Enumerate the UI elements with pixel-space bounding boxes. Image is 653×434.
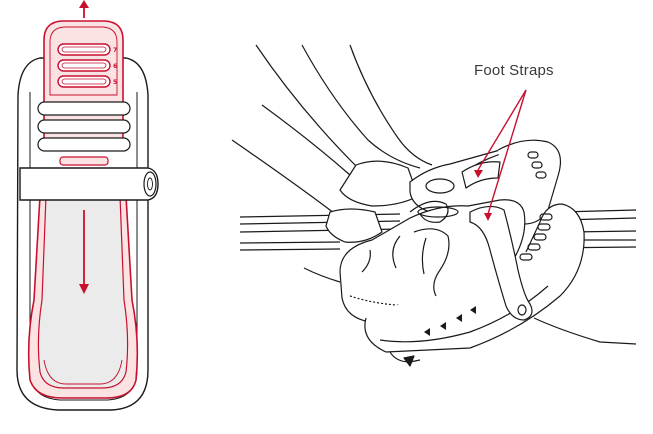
grip-slots	[38, 102, 130, 151]
cross-strap	[20, 168, 158, 200]
size-mark-6: 6	[113, 63, 117, 70]
plate-base	[390, 352, 420, 362]
grip-slot	[38, 102, 130, 115]
size-mark-7: 7	[113, 47, 117, 54]
foot-straps-label: Foot Straps	[474, 62, 554, 79]
grip-slot	[38, 120, 130, 133]
shoe-in-binding-view	[232, 45, 636, 366]
size-slot-7	[58, 44, 110, 55]
plate-tip	[404, 356, 414, 366]
arrow-up-icon	[79, 0, 89, 18]
strap-guide-tab	[60, 157, 108, 165]
size-adjust-slots: 7 6 5	[58, 44, 117, 87]
strap-tail	[534, 318, 636, 344]
strap-buckle	[144, 172, 156, 196]
grip-slot	[38, 138, 130, 151]
size-slot-6	[58, 60, 110, 71]
sock-back	[326, 209, 382, 242]
sock	[340, 161, 418, 206]
binding-top-view: 7 6 5	[17, 0, 158, 410]
size-slot-5	[58, 76, 110, 87]
size-mark-5: 5	[113, 79, 117, 86]
